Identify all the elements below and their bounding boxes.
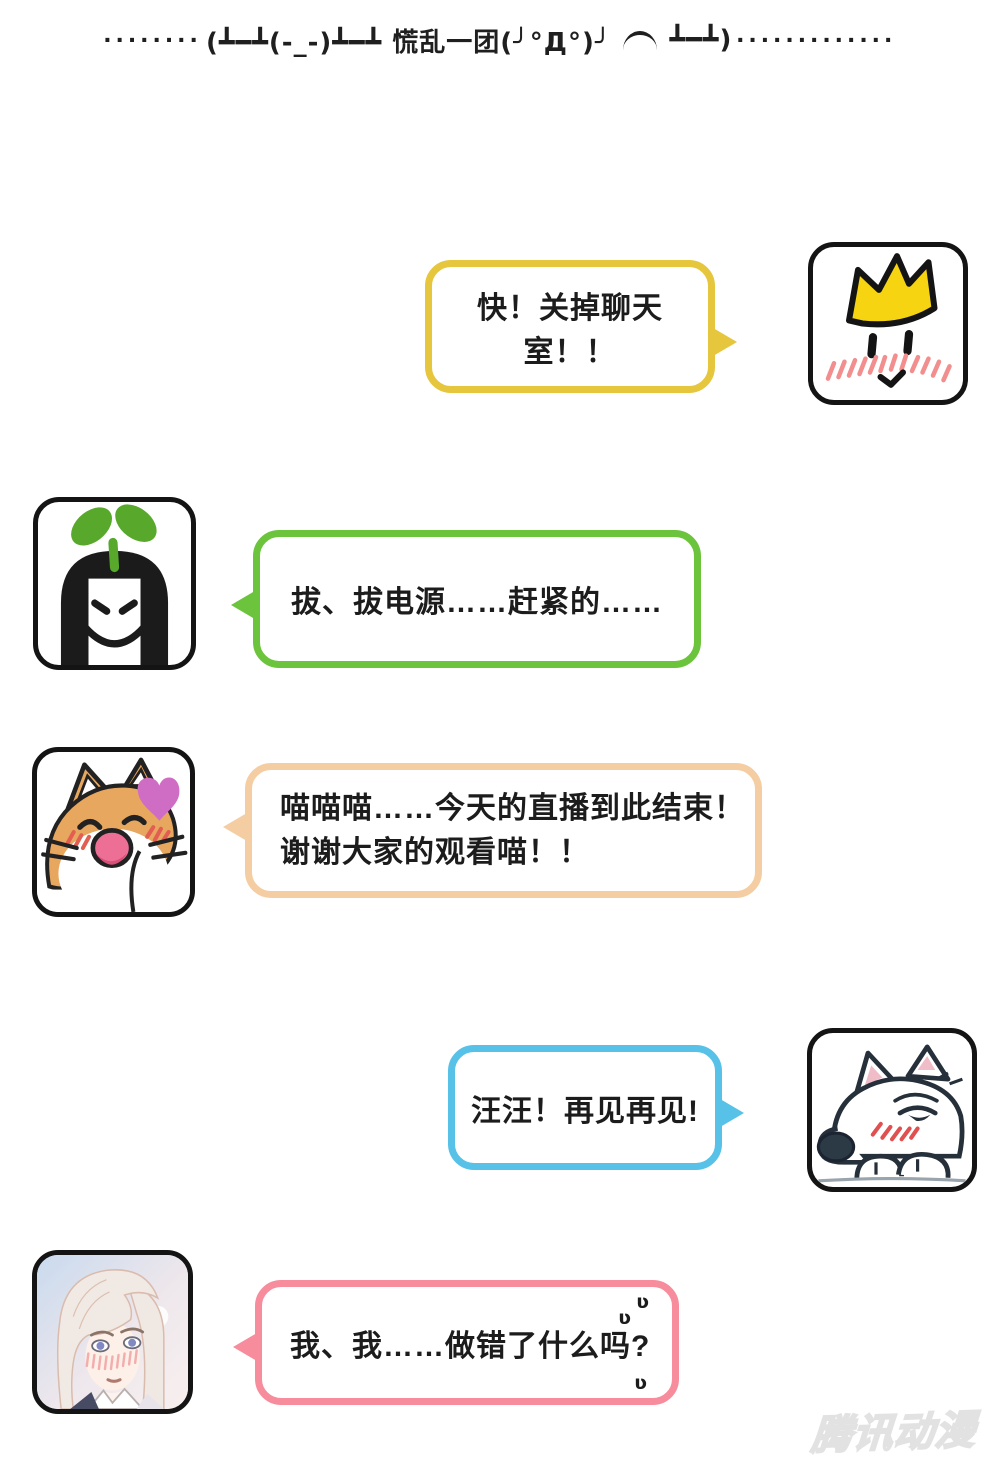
sweat-drop-icon: ʋ: [636, 1291, 650, 1313]
bubble-tail: [231, 588, 260, 622]
speech-bubble-man: 我、我……做错了什么吗? ʋ ʋ ʋ: [233, 1280, 679, 1405]
tencent-comics-watermark: 腾讯动漫: [809, 1408, 979, 1460]
speech-bubble-cat: 喵喵喵……今天的直播到此结束！ 谢谢大家的观看喵！！: [223, 763, 762, 898]
header-dots-left: ········: [103, 24, 203, 55]
bubble-tail: [708, 325, 737, 359]
avatar-sprout-girl: [33, 497, 196, 670]
speech-bubble-sprout: 拔、拔电源……赶紧的……: [231, 530, 701, 668]
header-kaomoji-right: ┻━┻): [669, 25, 733, 55]
blushing-man-icon: [37, 1255, 188, 1409]
sprout-girl-icon: [60, 504, 169, 665]
bubble-text-line-2: 谢谢大家的观看喵！！: [280, 835, 590, 869]
header-kaomoji-left: (┻━┻(-_-)┻━┻ 慌乱一团(╯°Д°)╯: [206, 27, 612, 58]
header-dots-right: ·············: [736, 24, 897, 55]
avatar-happy-cat: [32, 747, 195, 917]
avatar-blushing-man: [32, 1250, 193, 1414]
header-kaomoji-line: ········ (┻━┻(-_-)┻━┻ 慌乱一团(╯°Д°)╯ ┻━┻) ·…: [0, 14, 1000, 66]
bubble-text-line-1: 喵喵喵……今天的直播到此结束！: [280, 791, 745, 825]
table-flip-arc-icon: [623, 30, 658, 50]
bubble-text: 拔、拔电源……赶紧的……: [291, 586, 663, 619]
bubble-tail: [223, 810, 252, 844]
speech-bubble-crown: 快！关掉聊天室！！: [425, 260, 737, 393]
heart-icon: [137, 777, 180, 821]
sweat-drop-icon: ʋ: [618, 1307, 632, 1329]
avatar-sleepy-dog: [807, 1028, 977, 1192]
bubble-text: 我、我……做错了什么吗?: [290, 1329, 651, 1363]
sweat-drop-icon: ʋ: [634, 1372, 648, 1394]
crown-face-icon: [825, 253, 952, 388]
bubble-text: 快！关掉聊天室！！: [477, 291, 663, 369]
avatar-crown-face: [808, 242, 968, 405]
bubble-tail: [233, 1330, 262, 1364]
bubble-tail: [715, 1096, 744, 1130]
happy-cat-icon: [37, 757, 190, 912]
speech-bubble-dog: 汪汪！再见再见!: [448, 1045, 744, 1170]
sleepy-dog-icon: [816, 1044, 966, 1183]
bubble-text: 汪汪！再见再见!: [471, 1094, 699, 1128]
